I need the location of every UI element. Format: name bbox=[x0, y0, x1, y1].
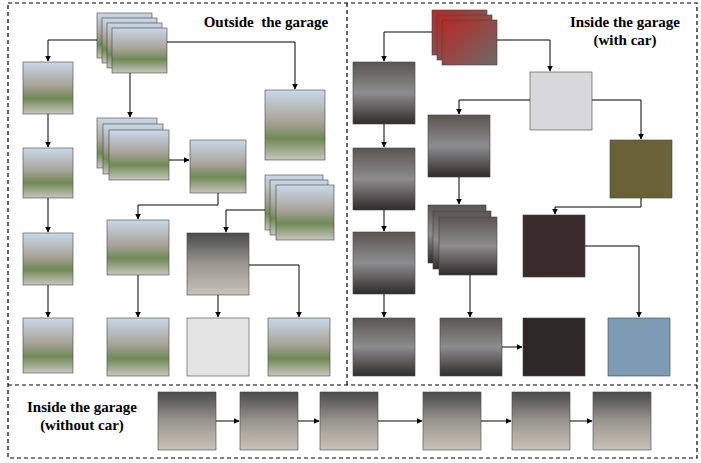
flow-arrow bbox=[459, 177, 460, 204]
flow-arrow bbox=[167, 42, 295, 89]
car-photo bbox=[439, 217, 497, 275]
house-photo bbox=[23, 62, 73, 114]
flow-arrow bbox=[48, 198, 49, 232]
garage-panel: Inside the garage (without car) bbox=[8, 385, 697, 458]
outer-dashed-frame bbox=[8, 3, 697, 458]
flow-arrow bbox=[298, 421, 319, 422]
flow-arrow bbox=[226, 210, 265, 232]
house-photo bbox=[265, 90, 325, 160]
flow-arrow bbox=[138, 193, 218, 219]
house-photo bbox=[276, 185, 334, 240]
flow-arrow bbox=[130, 73, 131, 117]
house-photo bbox=[190, 140, 246, 193]
flow-arrow bbox=[218, 295, 219, 317]
flow-arrow bbox=[555, 198, 641, 214]
flow-arrow bbox=[592, 100, 641, 139]
house-photo bbox=[23, 233, 73, 285]
panel-heading: Inside the garage (with car) bbox=[557, 13, 693, 49]
car-photo bbox=[353, 62, 415, 124]
house-photo bbox=[187, 233, 249, 295]
garage-photo bbox=[320, 392, 378, 450]
garage-photo bbox=[593, 392, 651, 450]
flow-arrow bbox=[384, 124, 385, 147]
flow-arrow bbox=[138, 275, 139, 317]
house-photo bbox=[109, 130, 169, 180]
divider-line bbox=[8, 384, 697, 385]
house-photo bbox=[187, 318, 249, 376]
house-photo bbox=[23, 318, 73, 373]
house-photo bbox=[268, 318, 330, 376]
flow-arrow bbox=[570, 421, 592, 422]
garage-photo bbox=[240, 392, 298, 450]
garage-panel: Outside the garage bbox=[8, 3, 347, 385]
house-photo bbox=[107, 318, 169, 376]
car-photo bbox=[608, 318, 670, 376]
car-photo bbox=[353, 232, 415, 294]
flow-arrow bbox=[502, 347, 522, 348]
house-photo bbox=[107, 220, 169, 275]
flow-arrow bbox=[459, 100, 530, 114]
car-photo bbox=[530, 72, 592, 130]
flow-arrow bbox=[48, 285, 49, 317]
car-photo bbox=[353, 148, 415, 210]
flow-arrow bbox=[384, 210, 385, 231]
house-photo bbox=[112, 28, 167, 73]
car-photo bbox=[523, 318, 585, 376]
flow-arrow bbox=[384, 32, 432, 61]
panel-heading: Inside the garage (without car) bbox=[12, 398, 152, 434]
car-photo bbox=[442, 20, 497, 65]
flow-arrow bbox=[249, 265, 299, 317]
panel-heading: Outside the garage bbox=[190, 13, 342, 31]
house-photo bbox=[23, 148, 73, 198]
flow-arrow bbox=[169, 160, 189, 161]
car-photo bbox=[353, 318, 415, 376]
garage-photo bbox=[512, 392, 570, 450]
flow-arrow bbox=[216, 421, 239, 422]
garage-photo bbox=[158, 392, 216, 450]
garage-photo bbox=[423, 392, 481, 450]
flow-arrow bbox=[48, 40, 97, 61]
car-photo bbox=[610, 140, 672, 198]
flow-arrow bbox=[497, 40, 550, 71]
divider-line bbox=[346, 3, 347, 385]
car-photo bbox=[440, 318, 502, 376]
flow-arrow bbox=[470, 275, 471, 317]
garage-panel: Inside the garage (with car) bbox=[347, 3, 697, 385]
flow-arrow bbox=[384, 294, 385, 317]
flow-arrow bbox=[585, 246, 639, 317]
flow-arrow bbox=[48, 114, 49, 147]
car-photo bbox=[523, 215, 585, 277]
car-photo bbox=[428, 115, 490, 177]
flow-arrow bbox=[378, 421, 422, 422]
flow-arrow bbox=[481, 421, 511, 422]
